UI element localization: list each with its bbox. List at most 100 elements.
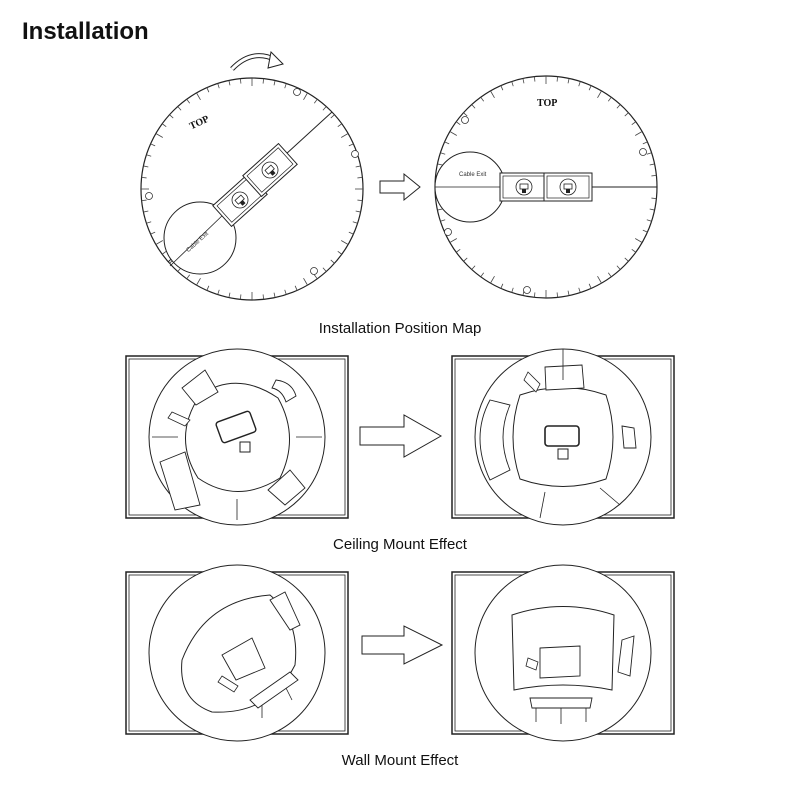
dial-tick bbox=[355, 165, 361, 168]
dial-tick bbox=[169, 114, 174, 119]
dial-tick bbox=[631, 121, 637, 126]
dial-tick bbox=[330, 259, 335, 264]
dial-before-rotation: TOP Cable Exit bbox=[140, 77, 364, 301]
dial-tick bbox=[303, 92, 308, 100]
dial-tick bbox=[262, 294, 265, 300]
dial-tick bbox=[651, 197, 657, 200]
dial-tick bbox=[284, 83, 287, 89]
dial-tick bbox=[186, 98, 191, 104]
dial-tick bbox=[239, 294, 242, 300]
position-map-caption: Installation Position Map bbox=[318, 320, 482, 337]
dial-tick bbox=[607, 272, 612, 278]
dial-tick bbox=[322, 267, 327, 272]
ceiling-mount-caption: Ceiling Mount Effect bbox=[333, 536, 467, 553]
dial-tick bbox=[161, 123, 167, 128]
dial-tick bbox=[646, 219, 652, 222]
dial-tick bbox=[533, 76, 536, 82]
dial-tick bbox=[490, 276, 495, 284]
dial-tick bbox=[437, 163, 443, 166]
dial-tick bbox=[357, 199, 363, 202]
dial-tick bbox=[150, 143, 156, 147]
dial-tick bbox=[567, 78, 570, 84]
dial-tick bbox=[294, 285, 298, 291]
dial-tick bbox=[480, 272, 485, 278]
dial-tick bbox=[642, 229, 648, 233]
dial-tick bbox=[449, 131, 457, 136]
dial-tick bbox=[567, 290, 570, 296]
dial-tick bbox=[206, 285, 210, 291]
dial-tick bbox=[322, 106, 327, 111]
wall-after-panel bbox=[451, 564, 675, 742]
dial-tick bbox=[239, 78, 242, 84]
camera-module-icon bbox=[499, 172, 549, 202]
dial-tick bbox=[522, 78, 525, 84]
dial-tick bbox=[616, 265, 621, 270]
dial-tick bbox=[578, 81, 581, 87]
dial-tick bbox=[651, 174, 657, 177]
dial-tick bbox=[455, 121, 461, 126]
dial-tick bbox=[616, 104, 621, 109]
dial-tick bbox=[649, 163, 655, 166]
dial-tick bbox=[649, 208, 655, 211]
dial-tick bbox=[341, 133, 349, 138]
dial-tick bbox=[337, 123, 343, 128]
dial-tick bbox=[352, 221, 358, 224]
right-arrow-icon bbox=[361, 625, 444, 665]
dial-tick bbox=[228, 292, 231, 298]
page-title: Installation bbox=[22, 18, 149, 45]
wall-before-panel bbox=[125, 564, 349, 742]
dial-tick bbox=[273, 292, 276, 298]
camera-module-icon bbox=[543, 172, 593, 202]
dial-tick bbox=[631, 248, 637, 253]
dial-tick bbox=[355, 210, 361, 213]
dial-tick bbox=[284, 289, 287, 295]
dial-tick bbox=[337, 250, 343, 255]
dial-tick bbox=[578, 287, 581, 293]
dial-tick bbox=[463, 257, 468, 262]
right-arrow-icon bbox=[379, 172, 421, 202]
dial-tick bbox=[177, 106, 182, 111]
dial-tick bbox=[635, 238, 643, 243]
dial-tick bbox=[437, 208, 443, 211]
dial-tick bbox=[303, 278, 308, 286]
dial-tick bbox=[313, 274, 318, 280]
dial-tick bbox=[155, 240, 163, 245]
dial-tick bbox=[455, 248, 461, 253]
dial-tick bbox=[490, 90, 495, 98]
dial-tick bbox=[500, 283, 504, 289]
dial-tick bbox=[217, 289, 220, 295]
dial-tick bbox=[196, 278, 201, 286]
dial-tick bbox=[440, 152, 446, 155]
dial-tick bbox=[146, 221, 152, 224]
dial-tick bbox=[624, 257, 629, 262]
dial-tick bbox=[533, 292, 536, 298]
dial-tick bbox=[196, 92, 201, 100]
dial-tick bbox=[588, 85, 592, 91]
dial-tick bbox=[556, 292, 559, 298]
dial-tick bbox=[150, 231, 156, 235]
dial-tick bbox=[449, 238, 457, 243]
right-arrow-icon bbox=[359, 414, 443, 458]
dial-tick bbox=[444, 141, 450, 145]
dial-tick bbox=[635, 131, 643, 136]
cable-exit-label: Cable Exit bbox=[459, 172, 487, 178]
dial-tick bbox=[511, 287, 514, 293]
dial-tick bbox=[141, 199, 147, 202]
dial-tick bbox=[262, 78, 265, 84]
dial-tick bbox=[471, 265, 476, 270]
dial-tick bbox=[141, 176, 147, 179]
dial-tick bbox=[500, 85, 504, 91]
dial-tick bbox=[597, 276, 602, 284]
dial-tick bbox=[597, 90, 602, 98]
dial-tick bbox=[646, 152, 652, 155]
rotate-arrow-icon bbox=[230, 50, 284, 71]
dial-tick bbox=[357, 176, 363, 179]
dial-tick bbox=[440, 219, 446, 222]
dial-tick bbox=[143, 210, 149, 213]
dial-tick bbox=[146, 154, 152, 157]
dial-tick bbox=[161, 250, 167, 255]
dial-tick bbox=[206, 87, 210, 93]
dial-after-rotation: TOP Cable Exit bbox=[434, 75, 658, 299]
dial-tick bbox=[273, 80, 276, 86]
